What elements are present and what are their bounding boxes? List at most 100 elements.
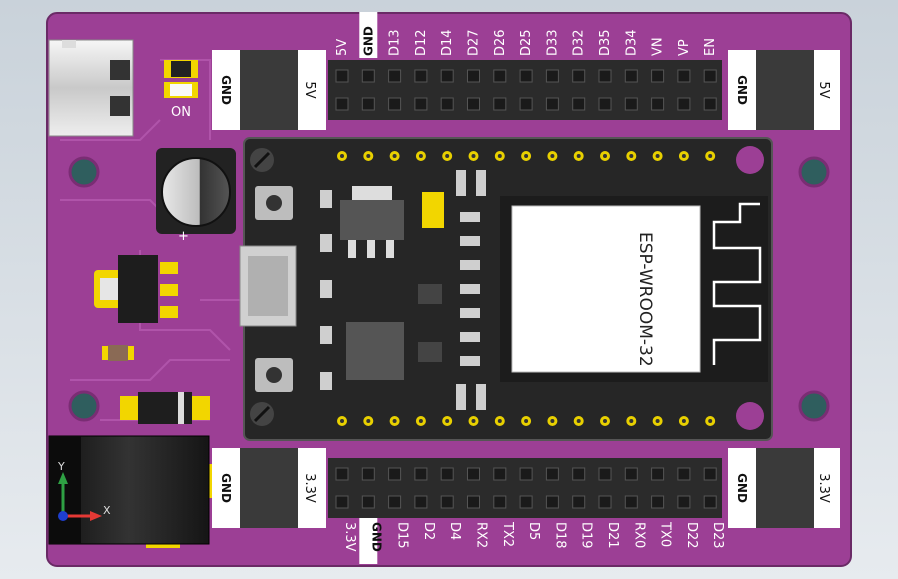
esp32-devkit: ESP-WROOM-32 — [239, 137, 773, 441]
header-socket — [651, 69, 665, 83]
pin-label-d18: D18 — [552, 522, 567, 549]
header-socket — [440, 467, 454, 481]
electrolytic-capacitor: + — [156, 148, 236, 244]
header-socket — [703, 97, 717, 111]
header-socket — [440, 69, 454, 83]
esp-pin-hole — [392, 419, 397, 423]
side-header-top-right: GND 5V — [728, 50, 840, 130]
pin-label-5v: 5V — [335, 39, 350, 56]
header-socket — [624, 97, 638, 111]
header-socket — [361, 467, 375, 481]
axis-x-label: X — [103, 504, 111, 517]
side-bottom-left-3v3: 3.3V — [302, 473, 317, 503]
header-socket — [493, 495, 507, 509]
header-socket — [335, 69, 349, 83]
header-socket — [598, 495, 612, 509]
header-socket — [545, 97, 559, 111]
header-socket — [519, 97, 533, 111]
header-socket — [572, 97, 586, 111]
header-socket — [703, 69, 717, 83]
pin-label-d19: D19 — [579, 522, 594, 549]
side-top-right-gnd: GND — [735, 75, 749, 105]
header-socket — [651, 495, 665, 509]
axis-indicator: Y X — [57, 460, 111, 521]
esp-pin-hole — [340, 154, 344, 158]
esp-pin-hole — [603, 154, 607, 158]
esp-pin-hole — [497, 419, 502, 423]
esp-pin-hole — [708, 419, 713, 423]
header-body — [328, 458, 722, 518]
header-socket — [467, 69, 480, 83]
smd-resistor — [102, 345, 134, 361]
header-socket — [572, 69, 586, 83]
esp-pin-hole — [655, 154, 660, 158]
esp-pin-hole — [576, 419, 581, 423]
pin-label-vp: VP — [677, 39, 692, 56]
usb-c-connector — [48, 39, 134, 137]
esp-pin-hole — [708, 154, 713, 158]
dc-barrel-jack — [48, 435, 212, 548]
gnd-label-bg — [359, 12, 378, 58]
pin-label-3v3v: 3.3V — [342, 522, 357, 552]
esp-pin-hole — [497, 154, 502, 158]
pin-label-d25: D25 — [519, 29, 534, 56]
esp-pin-hole — [550, 419, 555, 423]
pin-label-d27: D27 — [467, 29, 482, 56]
side-header-top-left: GND 5V — [212, 50, 326, 130]
axis-y-label: Y — [57, 460, 65, 473]
side-top-left-gnd: GND — [219, 75, 233, 105]
esp-pin-hole — [603, 419, 607, 423]
header-socket — [598, 97, 612, 111]
header-socket — [493, 69, 507, 83]
header-socket — [598, 69, 612, 83]
header-socket — [519, 467, 533, 481]
header-socket — [414, 467, 428, 481]
pin-label-vn: VN — [651, 37, 666, 56]
header-socket — [572, 467, 586, 481]
side-top-left-5v: 5V — [302, 81, 317, 98]
header-socket — [545, 69, 559, 83]
esp-pin-hole — [445, 419, 450, 423]
header-socket — [414, 97, 428, 111]
pin-label-rx2: RX2 — [474, 522, 489, 548]
header-socket — [388, 69, 402, 83]
pin-label-d12: D12 — [414, 29, 429, 56]
header-socket — [545, 495, 559, 509]
esp-pin-hole — [576, 154, 581, 158]
header-socket — [493, 97, 507, 111]
led-label: ON — [171, 105, 191, 120]
esp-pin-hole — [392, 154, 397, 158]
esp-pin-hole — [524, 154, 529, 158]
header-socket — [440, 495, 454, 509]
header-socket — [651, 467, 665, 481]
header-socket — [335, 467, 349, 481]
pin-label-d14: D14 — [440, 29, 455, 56]
pin-label-d33: D33 — [545, 29, 560, 56]
header-socket — [361, 69, 375, 83]
esp-pin-hole — [681, 154, 686, 158]
power-led: ON — [164, 60, 198, 120]
header-socket — [493, 467, 507, 481]
esp-pin-hole — [629, 419, 634, 423]
esp-pin-hole — [366, 419, 371, 423]
pin-label-d23: D23 — [710, 522, 725, 549]
header-socket — [624, 467, 638, 481]
header-socket — [677, 69, 691, 83]
side-top-right-5v: 5V — [816, 81, 831, 98]
side-bottom-right-gnd: GND — [735, 473, 749, 503]
pin-label-d32: D32 — [572, 29, 587, 56]
esp-top-pin-row — [337, 151, 716, 161]
pin-label-d35: D35 — [598, 29, 613, 56]
esp-pin-hole — [445, 154, 450, 158]
header-socket — [467, 495, 480, 509]
mounting-holes — [68, 156, 830, 422]
header-socket — [519, 69, 533, 83]
header-socket — [624, 69, 638, 83]
header-socket — [467, 97, 480, 111]
pin-label-d26: D26 — [493, 29, 508, 56]
pin-label-tx0: TX0 — [658, 521, 673, 547]
pin-label-en: EN — [703, 38, 718, 56]
module-label: ESP-WROOM-32 — [635, 232, 655, 367]
